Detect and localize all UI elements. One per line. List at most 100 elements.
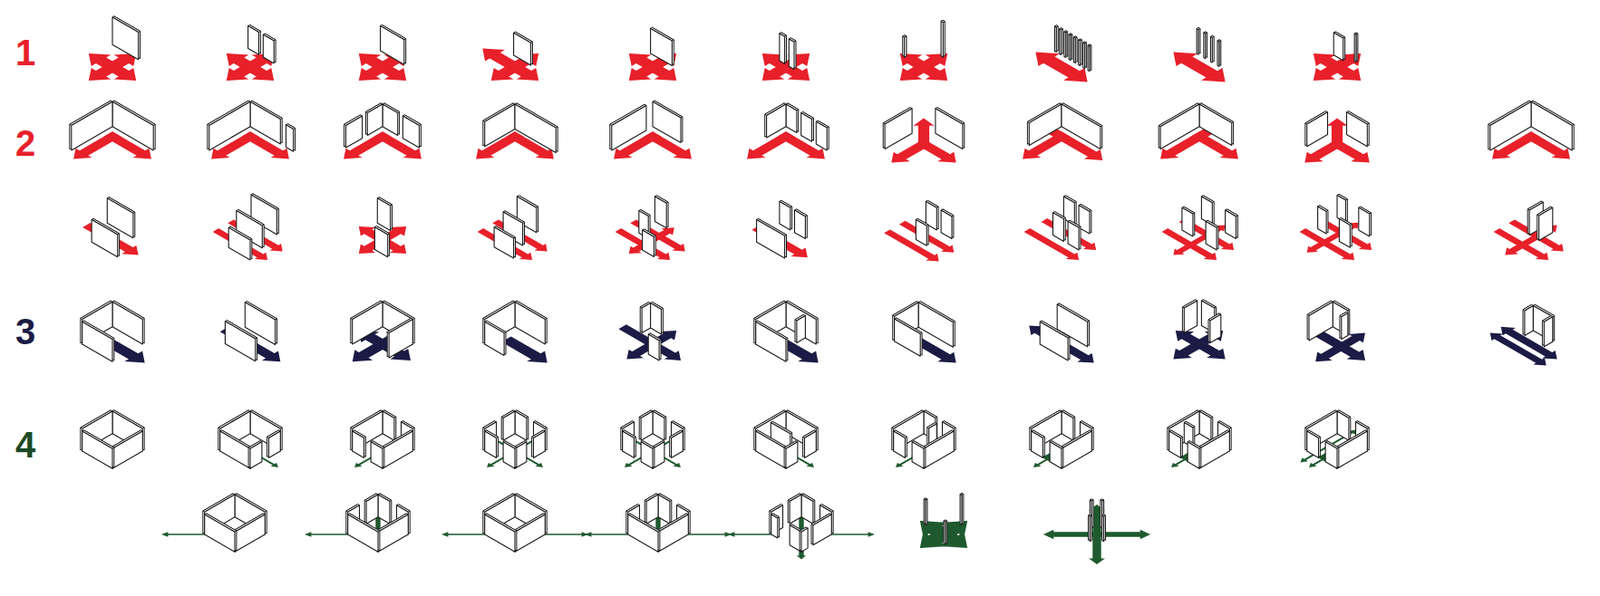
wall-panel bbox=[1347, 112, 1368, 147]
ground-arrow bbox=[883, 229, 939, 262]
wall-panel bbox=[484, 104, 515, 147]
wall-panel bbox=[382, 411, 395, 441]
wall-panel bbox=[756, 431, 786, 469]
wall-panel bbox=[1068, 34, 1071, 61]
wall-panel bbox=[1354, 33, 1357, 62]
wall-panel bbox=[82, 431, 113, 469]
wall-panel bbox=[1087, 45, 1090, 72]
wall-panel bbox=[893, 431, 906, 458]
wall-arrow-icon bbox=[483, 300, 548, 364]
wall-panel bbox=[1358, 207, 1370, 237]
wall-panel bbox=[503, 442, 515, 470]
ground-arrow bbox=[544, 532, 589, 537]
wall-panel bbox=[813, 514, 832, 546]
ground-arrow bbox=[88, 53, 136, 81]
wall-panel bbox=[1318, 206, 1328, 234]
wall-panel bbox=[788, 38, 795, 70]
row-number-slot: 3 bbox=[7, 310, 44, 354]
wall-panel bbox=[884, 108, 912, 150]
row-number: 2 bbox=[15, 121, 36, 165]
ground-arrow bbox=[441, 532, 485, 537]
row-number-slot: 1 bbox=[7, 30, 44, 75]
wall-panel bbox=[367, 104, 383, 136]
wall-panel bbox=[378, 494, 390, 524]
wall-arrow-icon bbox=[618, 302, 681, 361]
wall-arrow-icon bbox=[350, 300, 415, 362]
wall-arrow-icon bbox=[226, 25, 276, 82]
wall-arrow-icon bbox=[350, 410, 415, 469]
wall-arrow-icon bbox=[82, 197, 139, 258]
wall-arrow-icon bbox=[620, 410, 685, 469]
wall-panel bbox=[1187, 442, 1200, 470]
wall-panel bbox=[1061, 431, 1092, 469]
wall-panel bbox=[378, 514, 408, 553]
row-number: 3 bbox=[15, 310, 36, 354]
wall-panel bbox=[923, 431, 954, 469]
wall-panel bbox=[904, 36, 907, 58]
wall-panel bbox=[352, 431, 365, 458]
wall-panel bbox=[1039, 321, 1068, 361]
wall-arrow-icon bbox=[358, 197, 407, 258]
wall-arrow-icon bbox=[1173, 300, 1225, 360]
wall-panel bbox=[248, 26, 260, 56]
wall-panel bbox=[1061, 411, 1074, 441]
wall-panel bbox=[642, 230, 655, 257]
wall-panel bbox=[628, 514, 659, 553]
wall-panel bbox=[801, 113, 813, 143]
wall-arrow-icon bbox=[88, 16, 141, 81]
wall-panel bbox=[402, 116, 419, 148]
wall-panel bbox=[1028, 104, 1062, 146]
wall-panel bbox=[1531, 101, 1572, 151]
wall-panel bbox=[513, 32, 532, 66]
wall-panel bbox=[795, 210, 806, 240]
wall-panel bbox=[1169, 431, 1182, 458]
wall-panel bbox=[352, 301, 383, 345]
wall-panel bbox=[484, 514, 515, 553]
wall-panel bbox=[250, 442, 262, 470]
wall-panel bbox=[71, 101, 113, 151]
wall-panel bbox=[269, 431, 282, 458]
wall-panel bbox=[1341, 313, 1348, 340]
wall-panel bbox=[785, 442, 798, 470]
wall-panel bbox=[789, 494, 802, 524]
wall-arrow-icon bbox=[477, 195, 548, 261]
wall-panel bbox=[112, 101, 154, 151]
wall-arrow-icon bbox=[892, 301, 957, 364]
wall-panel bbox=[652, 101, 681, 143]
wall-arrow-icon bbox=[1024, 195, 1097, 261]
wall-panel bbox=[960, 494, 962, 526]
wall-panel bbox=[1337, 431, 1368, 469]
wall-panel bbox=[1053, 213, 1065, 243]
wall-panel bbox=[377, 198, 390, 232]
wall-arrow-icon bbox=[900, 19, 948, 81]
wall-arrow-icon bbox=[1158, 103, 1239, 160]
wall-panel bbox=[646, 494, 659, 524]
row-number-slot: 2 bbox=[7, 121, 44, 165]
ground-arrow bbox=[618, 324, 681, 361]
wall-panel bbox=[779, 201, 791, 231]
wall-panel bbox=[503, 411, 515, 441]
ground-arrow bbox=[584, 532, 629, 537]
wall-arrow-icon bbox=[1307, 300, 1366, 362]
wall-panel bbox=[370, 442, 383, 470]
wall-panel bbox=[1199, 411, 1212, 441]
wall-panel bbox=[1307, 431, 1319, 458]
wall-panel bbox=[346, 116, 363, 148]
row-number: 4 bbox=[15, 423, 36, 467]
wall-arrow-icon bbox=[754, 300, 819, 364]
wall-arrow-icon bbox=[1173, 28, 1225, 83]
wall-panel bbox=[1078, 39, 1081, 67]
wall-panel bbox=[1333, 32, 1344, 61]
wall-panel bbox=[1102, 515, 1105, 543]
ground-arrow bbox=[727, 532, 772, 537]
wall-panel bbox=[1205, 221, 1217, 251]
wall-panel bbox=[801, 494, 814, 524]
wall-arrow-icon bbox=[1162, 195, 1239, 261]
ground-arrow bbox=[900, 53, 948, 81]
wall-arrow-icon bbox=[1029, 410, 1094, 469]
ground-arrow bbox=[831, 532, 875, 537]
wall-panel bbox=[1064, 31, 1067, 59]
wall-panel bbox=[1524, 305, 1534, 336]
row-number-slot: 4 bbox=[7, 423, 44, 467]
wall-panel bbox=[1089, 515, 1092, 543]
